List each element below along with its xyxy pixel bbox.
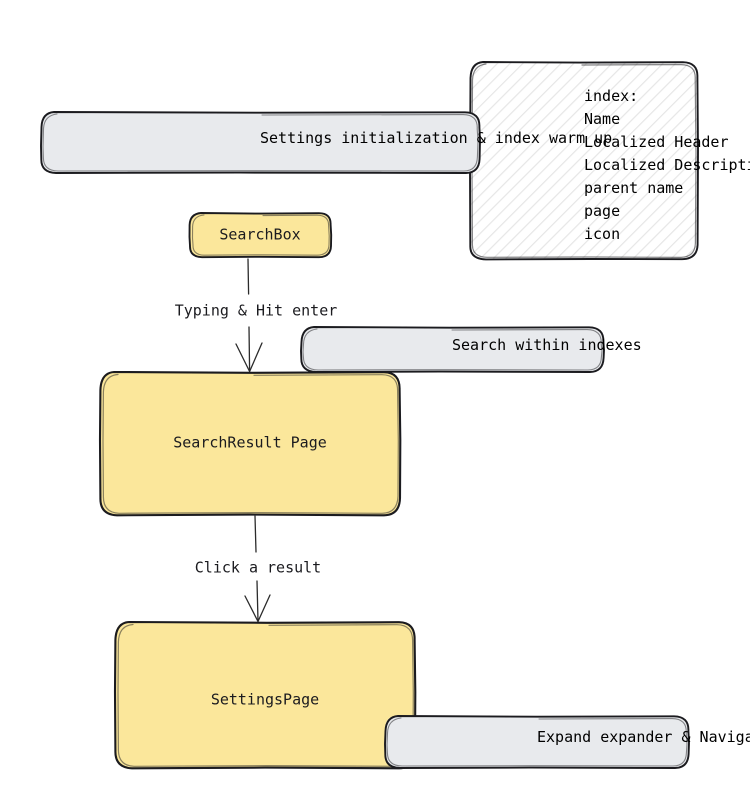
edge-typing-hit-enter-label: Typing & Hit enter [175,302,338,320]
node-searchbox-label: SearchBox [219,226,300,244]
note-expand-expander-navigation[interactable]: Expand expander & Navigation [384,715,750,769]
edge-typing-hit-enter: Typing & Hit enter [175,258,338,373]
node-settingspage-label: SettingsPage [211,691,319,709]
node-searchresult-page[interactable]: SearchResult Page [98,370,402,517]
note-search-within-indexes-label: Search within indexes [452,336,642,354]
index-card-field: icon [584,225,620,243]
edge-click-a-result-label: Click a result [195,559,321,577]
node-searchbox[interactable]: SearchBox [188,212,333,259]
node-settingspage[interactable]: SettingsPage [113,620,417,770]
index-card-field: Name [584,110,620,128]
note-settings-initialization[interactable]: Settings initialization & index warm up [40,111,612,174]
index-card: index: Name Localized Header Localized D… [469,61,750,261]
edge-click-a-result: Click a result [195,515,321,623]
note-search-within-indexes[interactable]: Search within indexes [300,326,642,373]
index-card-field: parent name [584,179,683,197]
node-searchresult-page-label: SearchResult Page [173,434,327,452]
note-settings-initialization-label: Settings initialization & index warm up [260,129,612,147]
index-card-field: Localized Description [584,156,750,174]
index-card-field: page [584,202,620,220]
index-card-heading: index: [584,87,638,105]
index-card-field: Localized Header [584,133,729,151]
note-expand-expander-navigation-label: Expand expander & Navigation [537,728,750,746]
